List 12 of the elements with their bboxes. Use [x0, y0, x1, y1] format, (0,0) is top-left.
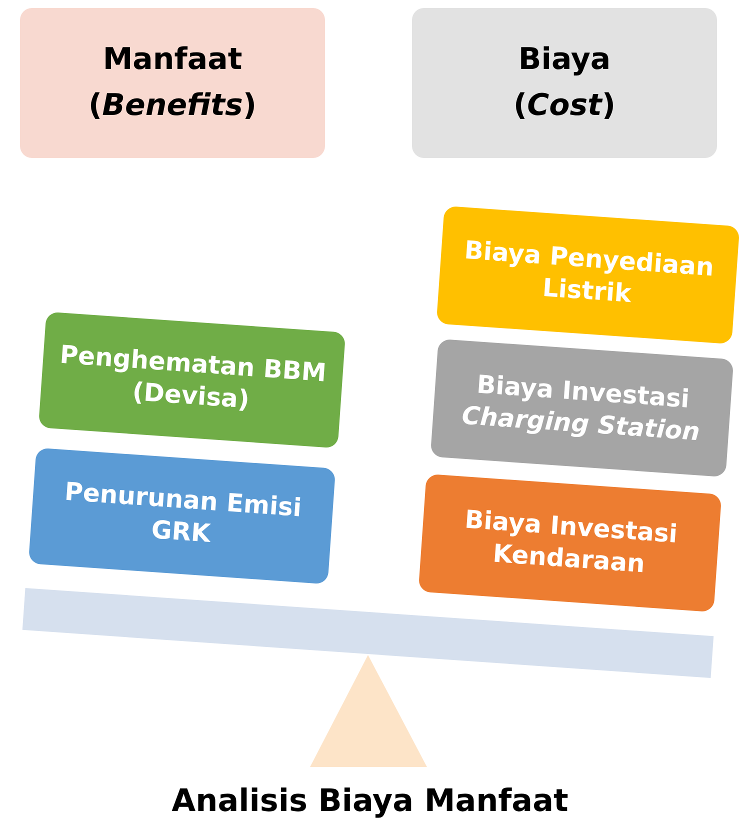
block-label: Biaya Penyediaan Listrik: [462, 234, 716, 310]
header-title: Biaya: [518, 40, 611, 78]
caption: Analisis Biaya Manfaat: [170, 783, 570, 819]
block-label: Penghematan BBM (Devisa): [58, 338, 328, 416]
block-label: Biaya Investasi Kendaraan: [462, 503, 680, 580]
header-title: Manfaat: [102, 40, 242, 78]
header-subtitle: (Cost): [513, 87, 616, 125]
block-label: Penurunan Emisi GRK: [62, 475, 304, 550]
block-label: Biaya Investasi Charging Station: [460, 368, 702, 448]
header-subtitle: (Benefits): [88, 87, 257, 125]
cost-header: [412, 8, 717, 158]
benefits-header: [20, 8, 325, 158]
